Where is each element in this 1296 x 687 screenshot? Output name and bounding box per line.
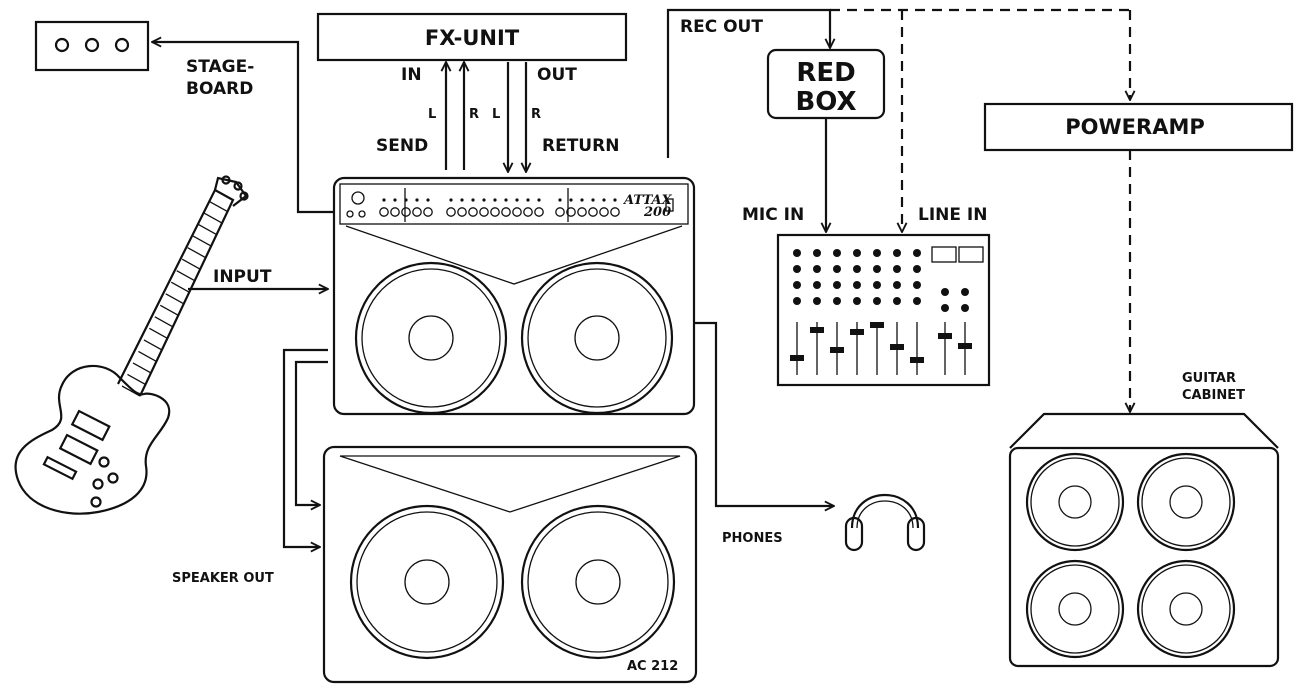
return-left-label: L [492, 107, 500, 122]
amplifier-combo: ATTAX 200 [332, 176, 696, 416]
return-label: RETURN [542, 136, 619, 156]
speaker-out-cable-1 [282, 348, 328, 547]
rec-out-label: REC OUT [680, 17, 763, 37]
fx-unit-box [316, 12, 628, 62]
phones-label: PHONES [722, 531, 783, 546]
electric-guitar-icon [14, 175, 249, 515]
ac212-label: AC 212 [627, 659, 678, 674]
poweramp-label: POWERAMP [1065, 115, 1204, 139]
amp-model-label-1: ATTAX [622, 193, 673, 208]
stage-board-label-2: BOARD [186, 79, 253, 99]
stage-board-icon [34, 20, 150, 72]
input-label: INPUT [213, 267, 272, 287]
mixer-faders [790, 322, 972, 375]
amp-model-label-2: 200 [643, 205, 671, 220]
guitar-cabinet-label-1: GUITAR [1182, 371, 1236, 386]
stage-board-cable [152, 42, 335, 214]
headphones-icon [844, 494, 926, 552]
fx-unit-label: FX-UNIT [425, 26, 520, 50]
guitar-frets [121, 200, 228, 397]
red-box-label-2: BOX [795, 87, 856, 117]
mic-in-label: MIC IN [742, 205, 804, 225]
speaker-out-label: SPEAKER OUT [172, 571, 274, 586]
red-box-label-1: RED [796, 58, 855, 88]
out-label: OUT [537, 65, 577, 85]
amp-control-knobs [379, 198, 620, 217]
rec-out-cable [666, 8, 830, 158]
send-right-label: R [469, 107, 479, 122]
send-left-label: L [428, 107, 436, 122]
in-label: IN [401, 65, 422, 85]
phones-cable [694, 321, 834, 506]
stage-board-label-1: STAGE- [186, 57, 254, 77]
line-in-label: LINE IN [918, 205, 987, 225]
ac212-cabinet: AC 212 [322, 445, 698, 684]
mixer-knobs [793, 249, 969, 312]
mixer-icon [776, 233, 991, 387]
guitar-cabinet-label-2: CABINET [1182, 388, 1245, 403]
return-right-label: R [531, 107, 541, 122]
poweramp-box [983, 102, 1294, 152]
speaker-out-cable-2 [294, 360, 328, 505]
guitar-cabinet [1008, 412, 1280, 668]
send-label: SEND [376, 136, 428, 156]
